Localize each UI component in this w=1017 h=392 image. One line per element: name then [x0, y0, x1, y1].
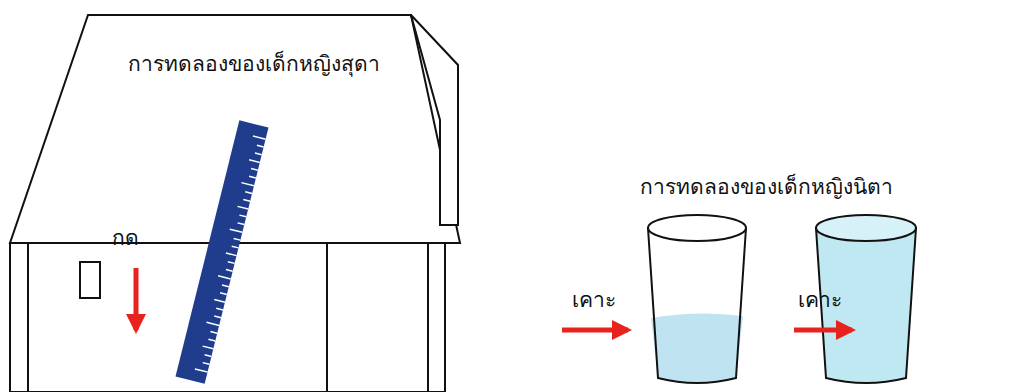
tap-arrow [794, 328, 852, 333]
ruler-drawing [176, 120, 269, 383]
action-label: เคาะ [572, 288, 616, 313]
press-arrow [134, 268, 139, 330]
cup-half-water [648, 215, 746, 383]
tap-arrow [562, 328, 628, 333]
action-label: กด [112, 226, 139, 251]
experiment-title: การทดลองของเด็กหญิงสุดา [128, 52, 380, 77]
experiment-title: การทดลองของเด็กหญิงนิตา [640, 175, 893, 200]
table-drawing [10, 15, 460, 392]
action-label: เคาะ [798, 288, 842, 313]
